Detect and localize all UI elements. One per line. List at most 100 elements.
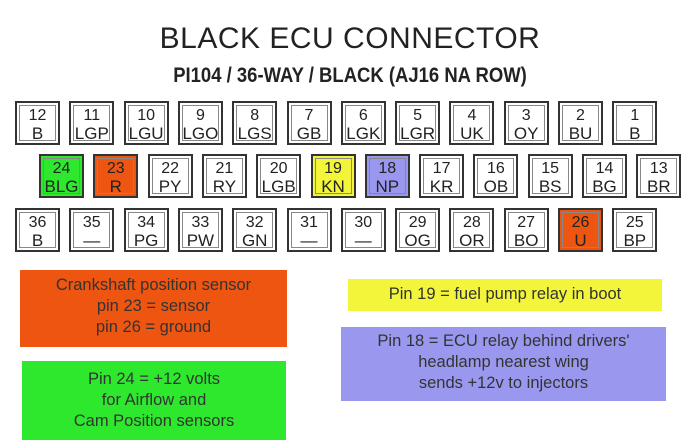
wire-color-code: OB — [483, 177, 509, 196]
diagram-title: BLACK ECU CONNECTOR — [159, 22, 541, 55]
wire-color-code: OY — [513, 124, 539, 143]
wire-color-code: GB — [296, 124, 322, 143]
wire-color-code: LGB — [261, 177, 296, 196]
wire-color-code: LGP — [74, 124, 109, 143]
pin-number: 6 — [358, 107, 368, 124]
connector-subtitle: PI104 / 36-WAY / BLACK (AJ16 NA ROW) — [173, 64, 527, 87]
pin-number: 32 — [245, 214, 264, 231]
wire-color-code: BR — [646, 177, 671, 196]
wire-color-code: NP — [375, 177, 400, 196]
wire-color-code: KN — [321, 177, 345, 196]
pin-number: 28 — [462, 214, 481, 231]
pin-number: 22 — [161, 160, 179, 177]
wire-color-code: R — [109, 177, 122, 196]
wire-color-code: PG — [133, 231, 159, 250]
pin-number: 12 — [28, 107, 47, 124]
wire-color-code: BG — [592, 177, 617, 196]
wire-color-code: PW — [186, 231, 215, 250]
wire-color-code: OG — [404, 231, 431, 250]
wire-color-code: RY — [212, 177, 237, 196]
pin-number: 35 — [82, 214, 101, 231]
wire-color-code: BP — [623, 231, 647, 250]
pin-number: 15 — [541, 160, 560, 177]
pin-number: 31 — [300, 214, 318, 231]
wire-color-code: PY — [158, 177, 182, 196]
wire-color-code: U — [574, 231, 587, 250]
pin-number: 29 — [408, 214, 427, 231]
pin-31: 31— — [286, 208, 332, 252]
wire-color-code: BLG — [44, 177, 79, 196]
pin-number: 7 — [304, 107, 314, 124]
wire-color-code: — — [83, 231, 101, 250]
wire-color-code: GN — [241, 231, 268, 250]
note-pin-18: Pin 18 = ECU relay behind drivers' headl… — [341, 327, 666, 401]
wire-color-code: BS — [538, 177, 562, 196]
pin-number: 9 — [195, 107, 205, 124]
pin-30: 30— — [340, 208, 386, 252]
wire-color-code: LGR — [400, 124, 436, 143]
pin-number: 11 — [83, 107, 101, 124]
pin-number: 36 — [28, 214, 47, 231]
pin-number: 14 — [595, 160, 614, 177]
pin-number: 5 — [413, 107, 423, 124]
pin-35: 35— — [69, 208, 115, 252]
pin-number: 3 — [521, 107, 531, 124]
pin-number: 18 — [378, 160, 397, 177]
note-pin-24: Pin 24 = +12 volts for Airflow and Cam P… — [22, 361, 286, 440]
pin-number: 2 — [576, 107, 585, 124]
wire-color-code: LGS — [237, 124, 272, 143]
wire-color-code: UK — [460, 124, 484, 143]
pin-number: 33 — [191, 214, 210, 231]
wire-color-code: — — [300, 231, 318, 250]
pin-number: 26 — [571, 214, 590, 231]
pin-number: 20 — [269, 160, 288, 177]
wire-color-code: LGO — [182, 124, 219, 143]
pin-number: 17 — [432, 160, 451, 177]
wire-color-code: BO — [513, 231, 539, 250]
pin-number: 4 — [467, 107, 477, 124]
wire-color-code: B — [31, 231, 44, 250]
note-line: Crankshaft position sensor — [55, 276, 252, 294]
pin-number: 24 — [52, 160, 71, 177]
note-line: pin 23 = sensor — [96, 297, 211, 315]
note-line: headlamp nearest wing — [418, 353, 589, 371]
note-line: Pin 24 = +12 volts — [87, 370, 221, 388]
pin-number: 27 — [517, 214, 536, 231]
note-line: Pin 18 = ECU relay behind drivers' — [377, 332, 630, 350]
wire-color-code: LGK — [346, 124, 381, 143]
note-line: pin 26 = ground — [95, 318, 212, 336]
wire-color-code: LGU — [128, 124, 164, 143]
pin-number: 10 — [137, 107, 155, 124]
wire-color-code: B — [31, 124, 44, 143]
pin-number: 13 — [649, 160, 668, 177]
wire-color-code: B — [629, 124, 641, 143]
